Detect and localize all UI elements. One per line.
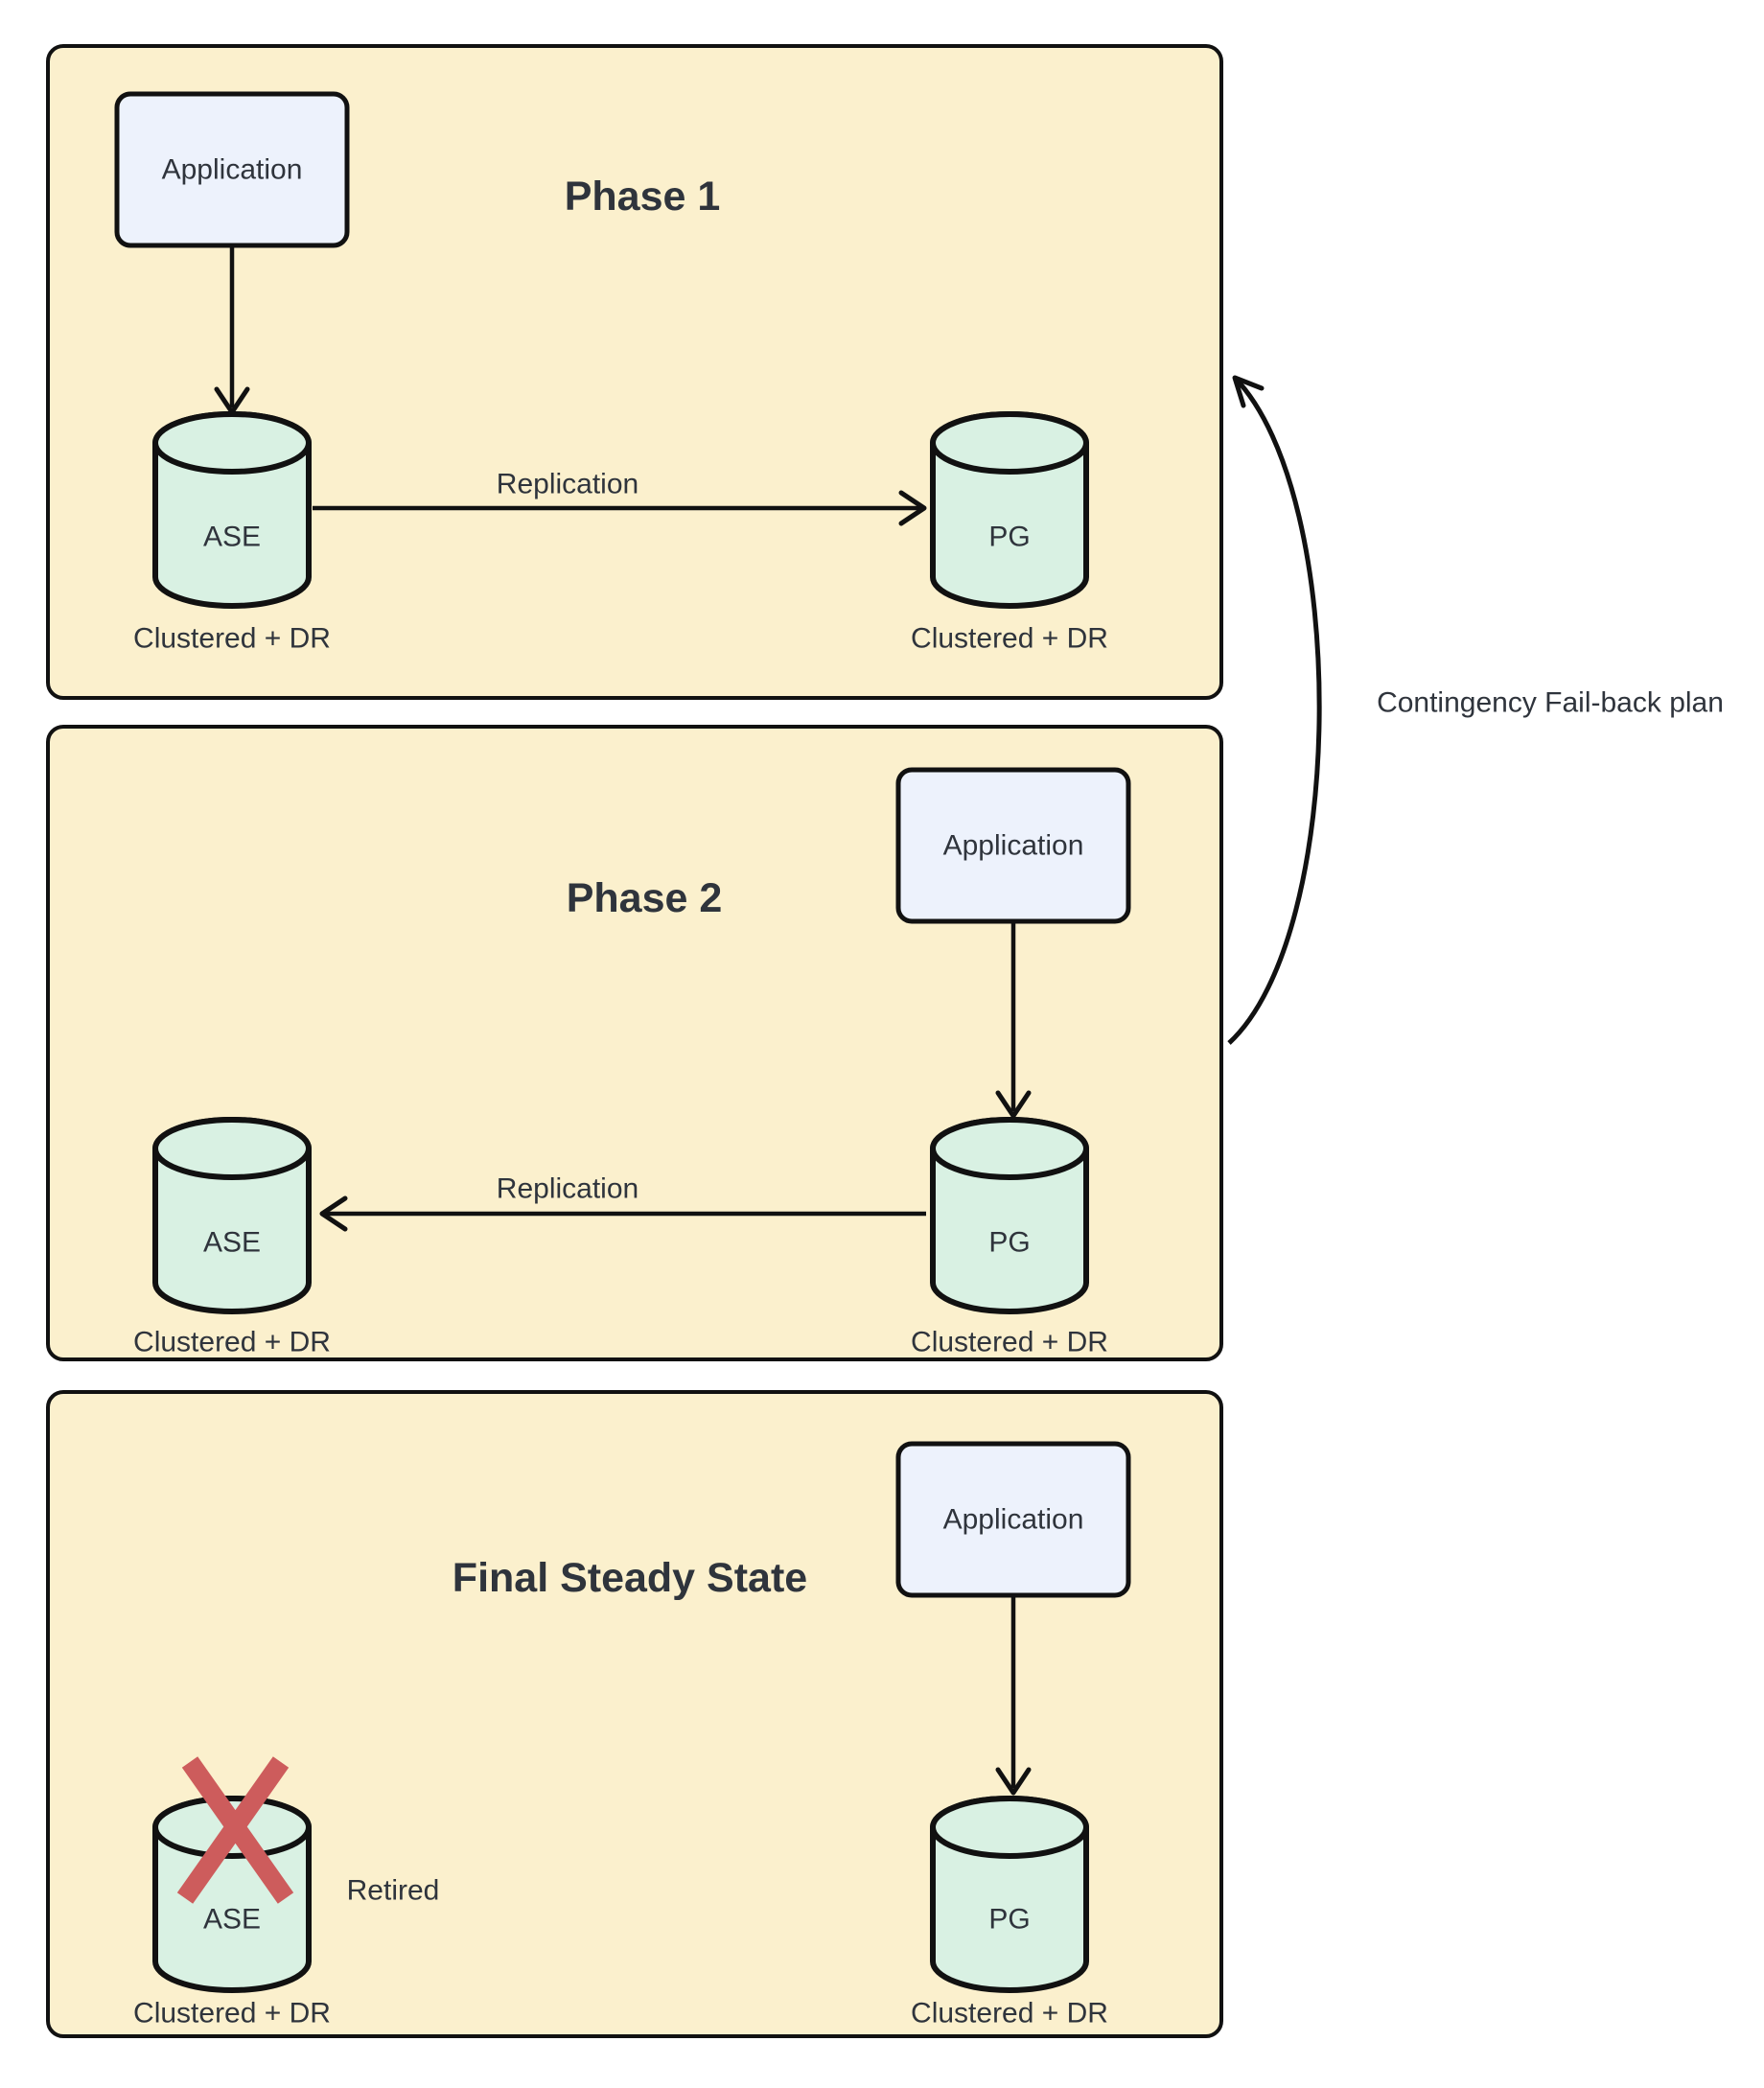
replication-label: Replication — [497, 469, 638, 500]
db-name-label: ASE — [203, 1227, 261, 1259]
contingency-failback-label: Contingency Fail-back plan — [1377, 687, 1724, 719]
phase-2-pg-cylinder: PG — [930, 1117, 1089, 1314]
phase-1-group: Phase 1 Application ASE Clustered + DR R… — [46, 44, 1223, 700]
final-ase-caption: Clustered + DR — [133, 1998, 331, 2030]
phase-1-pg-caption: Clustered + DR — [911, 623, 1108, 655]
final-pg-cylinder: PG — [930, 1796, 1089, 1993]
failback-curve — [1227, 376, 1322, 1045]
phase-1-ase-cylinder: ASE — [152, 411, 312, 609]
x-stroke — [176, 1756, 290, 1904]
db-name-label: PG — [988, 1904, 1030, 1936]
retired-label: Retired — [347, 1875, 440, 1907]
phase-1-ase-caption: Clustered + DR — [133, 623, 331, 655]
phase-1-pg-cylinder: PG — [930, 411, 1089, 609]
database-top-icon — [930, 1117, 1089, 1180]
db-name-label: PG — [988, 1227, 1030, 1259]
database-top-icon — [930, 1796, 1089, 1859]
arrow-head-right-icon — [898, 490, 927, 526]
final-state-title: Final Steady State — [453, 1555, 807, 1601]
final-arrow-app-to-pg — [995, 1597, 1032, 1796]
arrow-head-down-icon — [995, 1090, 1032, 1119]
phase-2-application-node — [895, 767, 1131, 924]
phase-2-pg-caption: Clustered + DR — [911, 1327, 1108, 1358]
phase-1-application-node — [114, 91, 350, 248]
database-top-icon — [930, 411, 1089, 475]
phase-1-title: Phase 1 — [565, 174, 721, 220]
db-name-label: PG — [988, 522, 1030, 553]
final-application-label: Application — [943, 1504, 1084, 1536]
phase-2-arrow-app-to-pg — [995, 923, 1032, 1119]
db-name-label: ASE — [203, 1904, 261, 1936]
final-state-group: Final Steady State Application ASE Retir… — [46, 1390, 1223, 2038]
phase-2-replication-arrow: Replication — [319, 1173, 926, 1232]
phase-2-ase-cylinder: ASE — [152, 1117, 312, 1314]
database-top-icon — [152, 411, 312, 475]
final-ase-cylinder-retired: ASE — [152, 1756, 312, 1993]
phase-1-replication-arrow: Replication — [313, 469, 927, 526]
replication-label: Replication — [497, 1173, 638, 1205]
phase-2-title: Phase 2 — [567, 875, 723, 921]
arrow-head-left-icon — [319, 1195, 348, 1232]
retired-x-icon — [176, 1756, 294, 1904]
database-top-icon — [152, 1117, 312, 1180]
contingency-failback-arrow: Contingency Fail-back plan — [1227, 375, 1724, 1045]
phase-1-application-label: Application — [162, 154, 303, 186]
phase-2-ase-caption: Clustered + DR — [133, 1327, 331, 1358]
final-pg-caption: Clustered + DR — [911, 1998, 1108, 2030]
arrow-head-upleft-icon — [1232, 375, 1265, 408]
db-name-label: ASE — [203, 522, 261, 553]
phase-2-group: Phase 2 Application ASE Clustered + DR R… — [46, 725, 1223, 1361]
arrow-head-down-icon — [995, 1767, 1032, 1796]
phase-2-application-label: Application — [943, 830, 1084, 862]
final-application-node — [895, 1441, 1131, 1598]
